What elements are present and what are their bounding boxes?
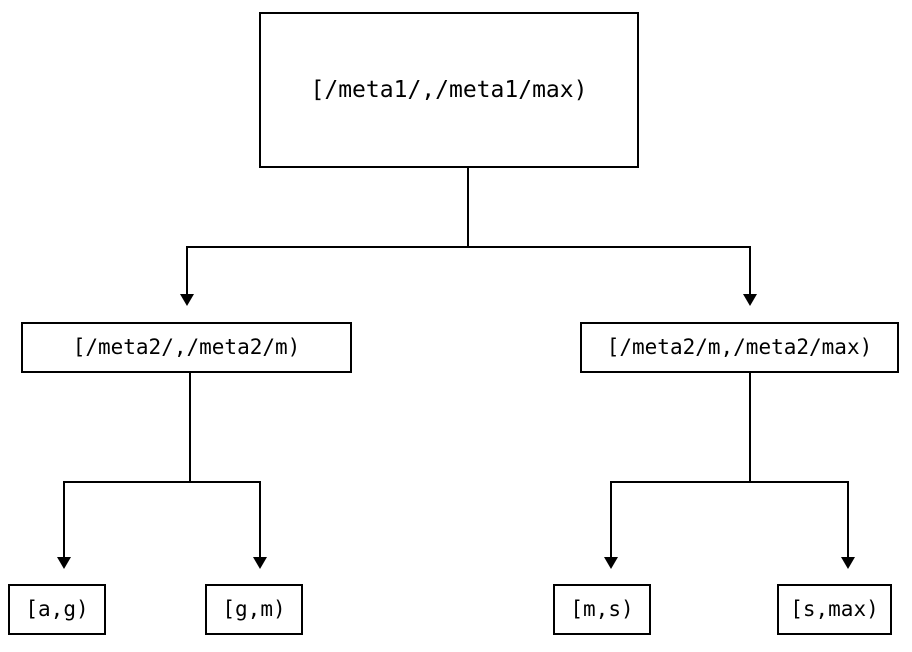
node-leaf-s-max-label: [s,max) bbox=[790, 597, 879, 621]
edge-root-crossbar bbox=[186, 246, 751, 248]
node-leaf-a-g[interactable]: [a,g) bbox=[8, 584, 106, 635]
edge-root-stem bbox=[467, 168, 469, 248]
arrowhead-to-leaf-ms bbox=[604, 557, 618, 569]
node-meta2-lower-label: [/meta2/,/meta2/m) bbox=[72, 335, 301, 359]
edge-to-leaf-ms-drop bbox=[610, 481, 612, 558]
node-meta2-lower[interactable]: [/meta2/,/meta2/m) bbox=[21, 322, 352, 373]
node-meta2-upper-label: [/meta2/m,/meta2/max) bbox=[606, 335, 873, 359]
edge-to-leaf-smax-drop bbox=[847, 481, 849, 558]
edge-to-leaf-ag-drop bbox=[63, 481, 65, 558]
edge-root-to-mid-right-drop bbox=[749, 246, 751, 295]
node-root[interactable]: [/meta1/,/meta1/max) bbox=[259, 12, 639, 168]
node-meta2-upper[interactable]: [/meta2/m,/meta2/max) bbox=[580, 322, 899, 373]
node-leaf-m-s[interactable]: [m,s) bbox=[553, 584, 651, 635]
arrowhead-to-mid-left bbox=[180, 294, 194, 306]
edge-mid-left-crossbar bbox=[63, 481, 261, 483]
edge-mid-left-stem bbox=[189, 373, 191, 483]
arrowhead-to-leaf-ag bbox=[57, 557, 71, 569]
edge-root-to-mid-left-drop bbox=[186, 246, 188, 295]
node-leaf-g-m[interactable]: [g,m) bbox=[205, 584, 303, 635]
arrowhead-to-leaf-smax bbox=[841, 557, 855, 569]
node-root-label: [/meta1/,/meta1/max) bbox=[310, 76, 588, 103]
edge-mid-right-crossbar bbox=[610, 481, 849, 483]
node-leaf-a-g-label: [a,g) bbox=[25, 597, 89, 621]
arrowhead-to-mid-right bbox=[743, 294, 757, 306]
node-leaf-m-s-label: [m,s) bbox=[570, 597, 634, 621]
arrowhead-to-leaf-gm bbox=[253, 557, 267, 569]
node-leaf-g-m-label: [g,m) bbox=[222, 597, 286, 621]
edge-to-leaf-gm-drop bbox=[259, 481, 261, 558]
node-leaf-s-max[interactable]: [s,max) bbox=[777, 584, 892, 635]
edge-mid-right-stem bbox=[749, 373, 751, 483]
